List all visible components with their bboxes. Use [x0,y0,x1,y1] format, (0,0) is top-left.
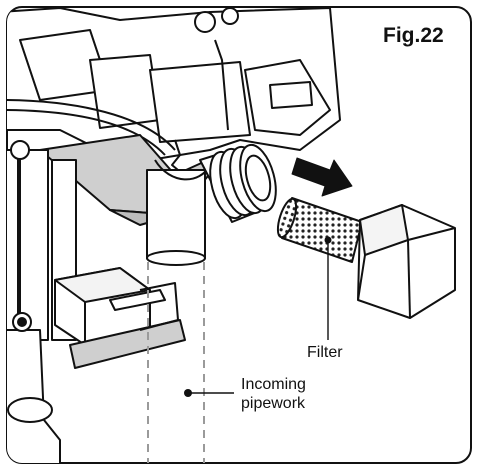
threaded-fitting [199,143,277,223]
arrow-right-icon [291,157,353,197]
pipework-dashed [147,262,205,463]
filter-cap [357,204,456,319]
inlet-pipe [146,139,211,266]
lower-component [54,267,186,369]
left-pipework [7,140,77,463]
filter-label: Filter [307,344,343,361]
incoming-pipework-label-line2: pipework [241,395,306,412]
filter-mesh [276,197,363,263]
valve-housing [7,7,341,161]
leader-lines [188,240,329,394]
filter-callout-dot [324,236,332,244]
pipework-callout-dot [184,389,192,397]
incoming-pipework-label: Incoming pipework [241,375,306,413]
incoming-pipework-label-line1: Incoming [241,376,306,393]
figure-number: Fig.22 [383,24,444,47]
